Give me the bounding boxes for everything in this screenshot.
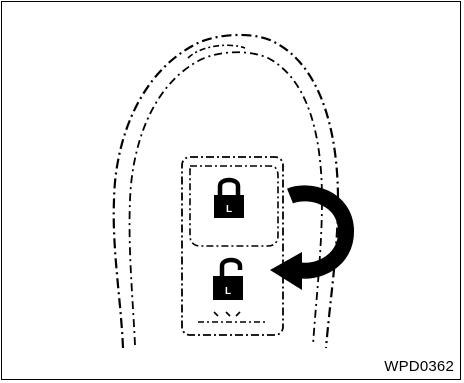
curved-arrow-icon — [270, 185, 354, 290]
lock-letter: L — [226, 204, 232, 215]
lock-button-outline — [189, 165, 279, 247]
figure-code-label: WPD0362 — [384, 358, 454, 375]
fob-top-detail — [187, 44, 246, 59]
fob-outer-outline — [112, 33, 340, 349]
padlock-open-icon: L — [213, 257, 243, 300]
unlock-letter: L — [225, 286, 231, 297]
button-panel-outline — [181, 156, 284, 336]
padlock-closed-icon: L — [214, 177, 244, 218]
fob-inner-outline — [128, 51, 323, 346]
unlock-button-marks — [213, 311, 241, 317]
